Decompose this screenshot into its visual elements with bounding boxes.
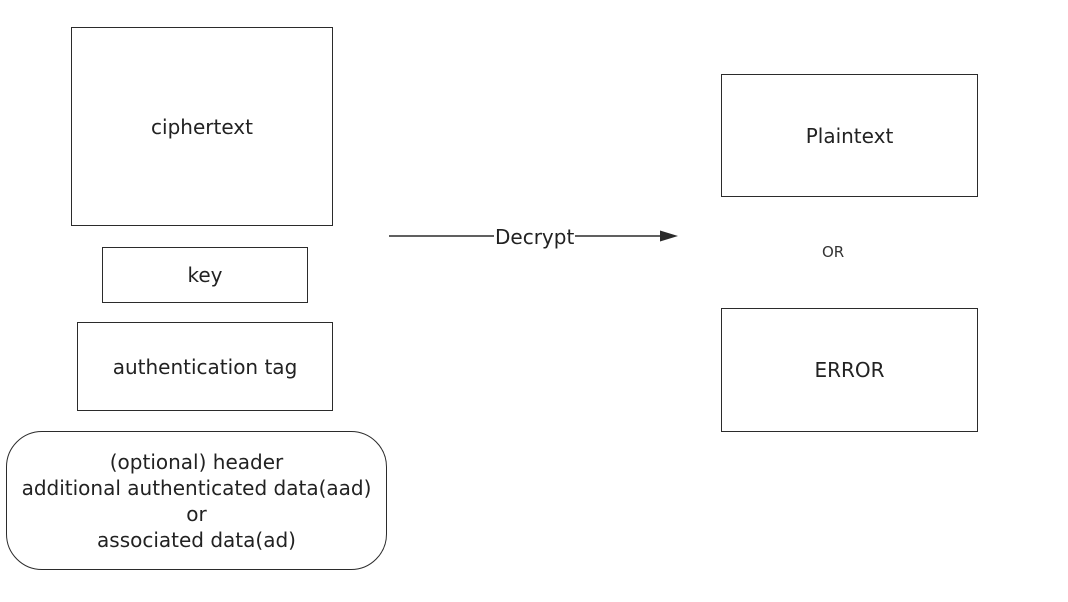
plaintext-box: Plaintext [721, 74, 978, 197]
header-line-4: associated data(ad) [97, 527, 296, 552]
error-box: ERROR [721, 308, 978, 432]
error-label: ERROR [814, 358, 885, 382]
arrow-head [660, 230, 678, 242]
header-aad-box: (optional) header additional authenticat… [6, 431, 387, 570]
authentication-tag-label: authentication tag [112, 354, 298, 379]
key-box: key [102, 247, 308, 303]
decrypt-label: Decrypt [494, 225, 576, 249]
plaintext-label: Plaintext [805, 123, 894, 148]
authentication-tag-box: authentication tag [77, 322, 333, 411]
key-label: key [187, 263, 223, 287]
ciphertext-box: ciphertext [71, 27, 333, 226]
header-line-1: (optional) header [109, 449, 284, 474]
header-line-3: or [186, 501, 207, 526]
or-label: OR [822, 243, 845, 261]
ciphertext-label: ciphertext [151, 114, 253, 139]
header-line-2: additional authenticated data(aad) [21, 475, 372, 500]
